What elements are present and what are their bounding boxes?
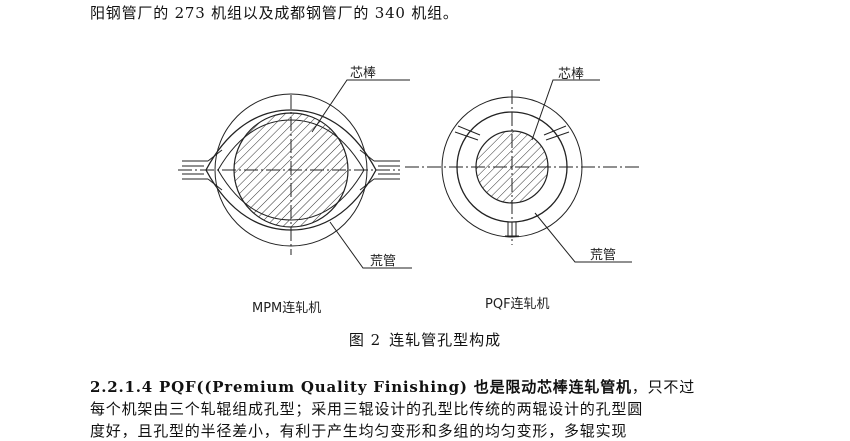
rolling-pass-figure: 芯棒 荒管 MPM连轧机 芯棒 荒管 PQF连轧机 <box>178 66 640 316</box>
figure-caption: 图 2 连轧管孔型构成 <box>0 329 850 350</box>
pqf-roll-outer-circle <box>441 96 583 238</box>
pqf-pipe-label: 荒管 <box>590 248 616 263</box>
pqf-mandrel-label: 芯棒 <box>558 67 584 82</box>
mpm-mandrel-leader <box>311 79 410 133</box>
pqf-caption: PQF连轧机 <box>485 296 550 312</box>
section-heading: 2.2.1.4 PQF((Premium Quality Finishing) … <box>90 378 632 396</box>
pqf-pipe-outline <box>456 111 568 223</box>
section-heading-continuation: ，只不过 <box>631 378 695 396</box>
figure-caption-number: 图 2 <box>348 331 382 349</box>
mpm-pipe-label: 荒管 <box>370 254 396 269</box>
figure-caption-text: 连轧管孔型构成 <box>389 331 502 349</box>
paragraph-line-top: 阳钢管厂的 273 机组以及成都钢管厂的 340 机组。 <box>90 4 459 22</box>
mpm-pipe-outline <box>205 109 377 231</box>
pqf-mandrel-leader <box>531 79 600 141</box>
pqf-pipe-leader <box>534 212 632 263</box>
paragraph-line-2: 每个机架由三个轧辊组成孔型；采用三辊设计的孔型比传统的两辊设计的孔型圆 <box>90 400 644 418</box>
mpm-pipe-leader <box>329 221 412 269</box>
mpm-roll-outer-circle <box>214 93 368 247</box>
paragraph-line-3: 度好，且孔型的半径差小，有利于产生均匀变形和多组的均匀变形，多辊实现 <box>90 422 628 440</box>
mpm-mandrel <box>233 112 349 228</box>
section-heading-line: 2.2.1.4 PQF((Premium Quality Finishing) … <box>90 376 695 397</box>
mpm-mandrel-label: 芯棒 <box>350 66 376 81</box>
pqf-mandrel <box>475 130 549 204</box>
mpm-pass-diagram: 芯棒 荒管 MPM连轧机 <box>178 66 412 316</box>
mpm-caption: MPM连轧机 <box>252 300 321 316</box>
pqf-pass-diagram: 芯棒 荒管 PQF连轧机 <box>405 67 640 312</box>
